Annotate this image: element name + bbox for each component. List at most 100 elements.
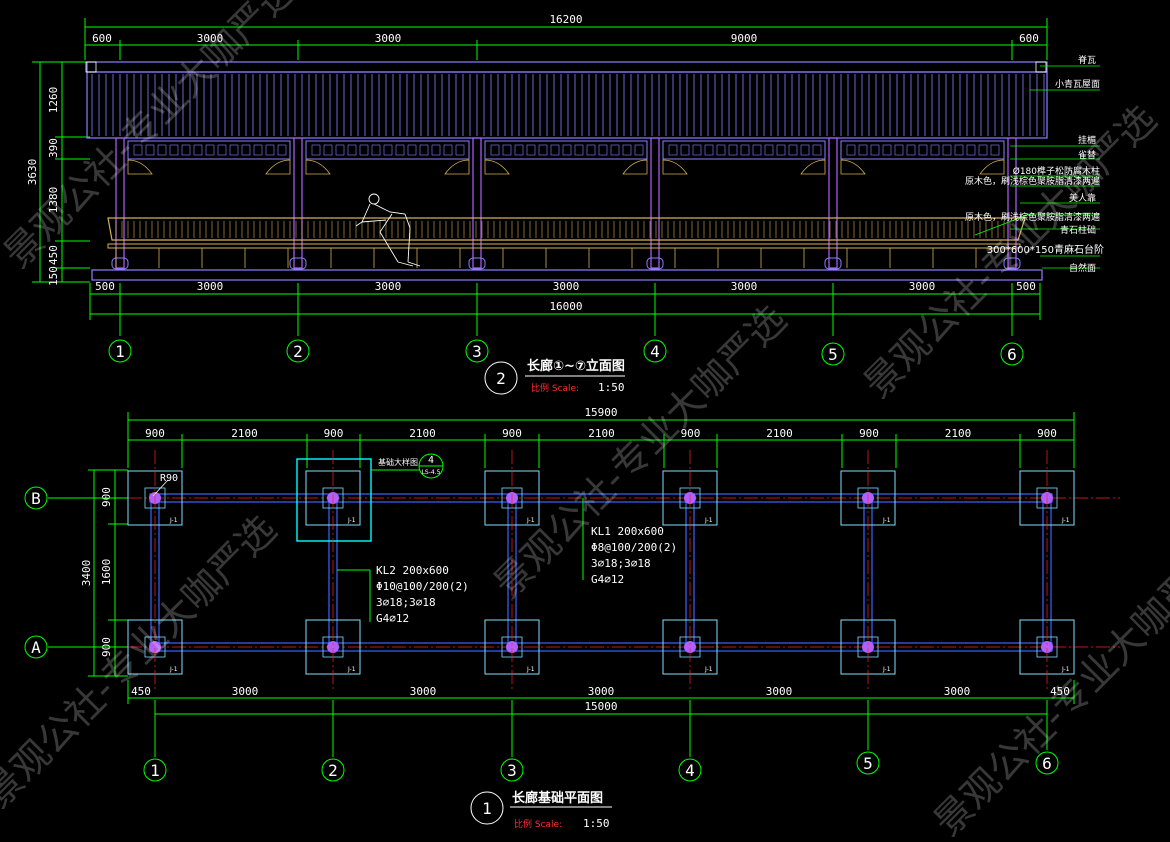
fascia-lattice: [383, 144, 393, 156]
stone-plinth: [1003, 257, 1021, 270]
fascia-lattice: [229, 144, 239, 156]
fascia-lattice: [323, 144, 333, 156]
fascia-lattice: [906, 144, 916, 156]
plan-top-dim-3: 900: [324, 427, 344, 440]
fascia-lattice: [692, 144, 702, 156]
fascia-lattice: [502, 144, 512, 156]
fascia-lattice: [978, 144, 988, 156]
footing-tag: J-1: [704, 517, 713, 524]
plan-scale-value: 1:50: [583, 817, 610, 830]
footing-tag: J-1: [1061, 517, 1070, 524]
fascia-lattice: [942, 144, 952, 156]
fascia-lattice: [800, 144, 810, 156]
timber-column-plan: [684, 641, 696, 653]
detail-highlight: [296, 453, 444, 542]
elevation-left-dim-3: 1380: [47, 187, 60, 214]
elevation-scale-label: 比例 Scale:: [531, 382, 579, 394]
fascia-lattice: [870, 144, 880, 156]
kl2-line-2: Φ10@100/200(2): [376, 580, 469, 593]
elevation-title-block: [484, 361, 625, 395]
plan-grid-label-6: 6: [1042, 754, 1052, 773]
timber-column: [472, 137, 482, 269]
bracket-right: [444, 159, 470, 175]
fascia-lattice: [395, 144, 405, 156]
elevation-left-dim-1: 1260: [47, 87, 60, 114]
fascia-lattice: [966, 144, 976, 156]
bracket-left: [662, 159, 688, 175]
fascia-lattice: [586, 144, 596, 156]
plan-grid-bubble: [321, 758, 345, 782]
fascia-lattice: [133, 144, 143, 156]
plan-grid-label-4: 4: [685, 761, 695, 780]
fascia-lattice: [622, 144, 632, 156]
elevation-title-number: 2: [496, 369, 506, 388]
plan-grid-label-3: 3: [507, 761, 517, 780]
timber-column: [828, 137, 838, 269]
fascia-lattice: [954, 144, 964, 156]
plan-left-dimensions: [88, 469, 128, 677]
elevation-grid-bubbles: [108, 339, 1024, 366]
fascia-lattice: [311, 144, 321, 156]
fascia-lattice: [169, 144, 179, 156]
fascia-panel: [484, 140, 648, 160]
watermark-4: 景观公社-专业大咖严选: [0, 507, 285, 817]
elevation-view: 16200 600 3000 3000 9000 600 3630 1260 3…: [26, 13, 1104, 395]
plan-top-dim-6: 2100: [588, 427, 615, 440]
elevation-bottom-dim-4: 3000: [553, 280, 580, 293]
footing-tag: J-1: [347, 517, 356, 524]
plan-left-dim-2: 1600: [100, 559, 113, 586]
fascia-lattice: [205, 144, 215, 156]
elevation-top-dimensions: [84, 18, 1048, 60]
elevation-bottom-dim-5: 3000: [731, 280, 758, 293]
fascia-lattice: [680, 144, 690, 156]
plan-top-dim-4: 2100: [409, 427, 436, 440]
elevation-bottom-total: 16000: [549, 300, 582, 313]
fascia-lattice: [455, 144, 465, 156]
fascia-lattice: [157, 144, 167, 156]
kl1-line-4: G4⌀12: [591, 573, 624, 586]
fascia-lattice: [538, 144, 548, 156]
plan-bottom-dimensions: [127, 680, 1075, 715]
plan-grid-label-1: 1: [150, 761, 160, 780]
callout-step: 300*600*150青麻石台阶: [987, 243, 1104, 256]
plan-title: 长廊基础平面图: [512, 790, 603, 806]
fascia-lattice: [716, 144, 726, 156]
elevation-grid-label-5: 5: [828, 345, 838, 364]
plan-top-dim-8: 2100: [766, 427, 793, 440]
timber-column-plan: [327, 641, 339, 653]
fascia-lattice: [277, 144, 287, 156]
fascia-lattice: [858, 144, 868, 156]
fascia-lattice: [846, 144, 856, 156]
fascia-lattice: [776, 144, 786, 156]
elevation-grid-label-4: 4: [650, 342, 660, 361]
elevation-grid-label-2: 2: [293, 342, 303, 361]
detail-callout-sheet: LS-4.5: [422, 469, 441, 476]
elevation-bottom-dim-7: 500: [1016, 280, 1036, 293]
fascia-lattice: [371, 144, 381, 156]
timber-column: [650, 137, 660, 269]
radius-note: R90: [160, 473, 178, 484]
bench-railing: [107, 217, 1026, 268]
elevation-left-dim-5: 150: [47, 266, 60, 286]
fascia-lattice: [145, 144, 155, 156]
elevation-grid-label-3: 3: [472, 342, 482, 361]
timber-column: [115, 137, 125, 269]
plan-grid-bubble: [856, 751, 880, 775]
plan-bottom-dim-2: 3000: [232, 685, 259, 698]
fascia-lattice: [610, 144, 620, 156]
fascia-lattice: [704, 144, 714, 156]
timber-column-plan: [149, 641, 161, 653]
fascia-lattice: [764, 144, 774, 156]
elevation-title: 长廊①~⑦立面图: [527, 358, 625, 374]
stone-plinth: [468, 257, 486, 270]
fascia-lattice: [990, 144, 1000, 156]
bracket-left: [484, 159, 510, 175]
elevation-left-dimensions: [32, 61, 90, 283]
fascia-lattice: [550, 144, 560, 156]
fascia-lattice: [193, 144, 203, 156]
fascia-lattice: [812, 144, 822, 156]
elevation-bottom-dim-1: 500: [95, 280, 115, 293]
